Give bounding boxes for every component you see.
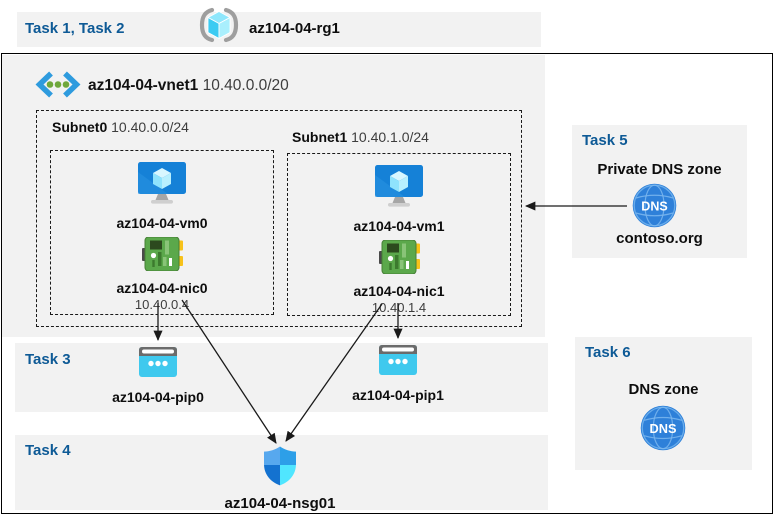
subnet0-box: az104-04-vm0 az104-04-nic0 10.40.0.4 [50, 150, 274, 315]
nic-name: az104-04-nic0 [116, 280, 208, 296]
resource-group-band: Task 1, Task 2 az104-04-rg1 [17, 7, 541, 47]
task-6-label: Task 6 [585, 344, 631, 361]
task-3-label: Task 3 [25, 351, 71, 368]
public-ip-name: az104-04-pip1 [352, 387, 444, 403]
virtual-network-icon [35, 71, 81, 103]
public-ip-icon [139, 347, 177, 382]
nic-private-ip: 10.40.1.4 [371, 300, 427, 315]
virtual-machine-icon [138, 162, 186, 209]
resource-group-name: az104-04-rg1 [249, 20, 340, 37]
vm-name: az104-04-vm0 [116, 215, 208, 231]
dns-globe-icon: DNS [640, 405, 686, 456]
task-1-2-label: Task 1, Task 2 [25, 20, 125, 37]
subnet1-label: Subnet1 10.40.1.0/24 [292, 129, 429, 145]
dns-icon-text: DNS [650, 421, 677, 436]
network-security-group-icon [262, 445, 298, 492]
network-interface-icon [141, 236, 183, 276]
subnet1-cidr: 10.40.1.0/24 [351, 129, 429, 145]
nic-name: az104-04-nic1 [353, 283, 445, 299]
task-5-label: Task 5 [582, 132, 628, 149]
subnet0-cidr: 10.40.0.0/24 [111, 119, 189, 135]
dns-icon-text: DNS [641, 200, 667, 214]
network-interface-icon [378, 239, 420, 279]
vnet-name: az104-04-vnet1 [88, 77, 199, 94]
public-ip-name: az104-04-pip0 [112, 389, 204, 405]
nic-private-ip: 10.40.0.4 [134, 297, 190, 312]
subnet0-label: Subnet0 10.40.0.0/24 [52, 119, 189, 135]
subnet0-name: Subnet0 [52, 119, 108, 135]
task6-dns-zone-box: Task 6 DNS zone DNS [575, 337, 752, 470]
dns-globe-icon: DNS [632, 183, 677, 233]
vnet-title: az104-04-vnet1 10.40.0.0/20 [88, 77, 289, 95]
task3-public-ip-band: Task 3 az104-04-pip0 [15, 343, 548, 412]
diagram-border [1, 53, 773, 514]
network-security-group: az104-04-nsg01 [205, 445, 355, 512]
public-ip-0: az104-04-pip0 [83, 347, 233, 405]
task-4-label: Task 4 [25, 442, 71, 459]
task5-private-dns-box: Task 5 Private DNS zone DNS contoso.org [572, 125, 747, 258]
dns-zone-title: DNS zone [628, 381, 699, 398]
vm-name: az104-04-vm1 [353, 218, 445, 234]
vnet-cidr: 10.40.0.0/20 [202, 77, 289, 94]
private-dns-zone-title: Private DNS zone [597, 161, 722, 178]
subnet1-box: az104-04-vm1 az104-04-nic1 10.40.1.4 [287, 153, 511, 316]
task4-nsg-band: Task 4 az104-04-nsg0 [15, 435, 548, 512]
public-ip-icon [379, 345, 417, 380]
nsg-name: az104-04-nsg01 [224, 495, 336, 512]
resource-group-icon [198, 7, 240, 48]
virtual-machine-icon [375, 165, 423, 212]
public-ip-1: az104-04-pip1 [323, 345, 473, 403]
subnet1-name: Subnet1 [292, 129, 348, 145]
subnets-dashed-group [36, 110, 522, 327]
private-dns-zone-name: contoso.org [616, 230, 703, 247]
